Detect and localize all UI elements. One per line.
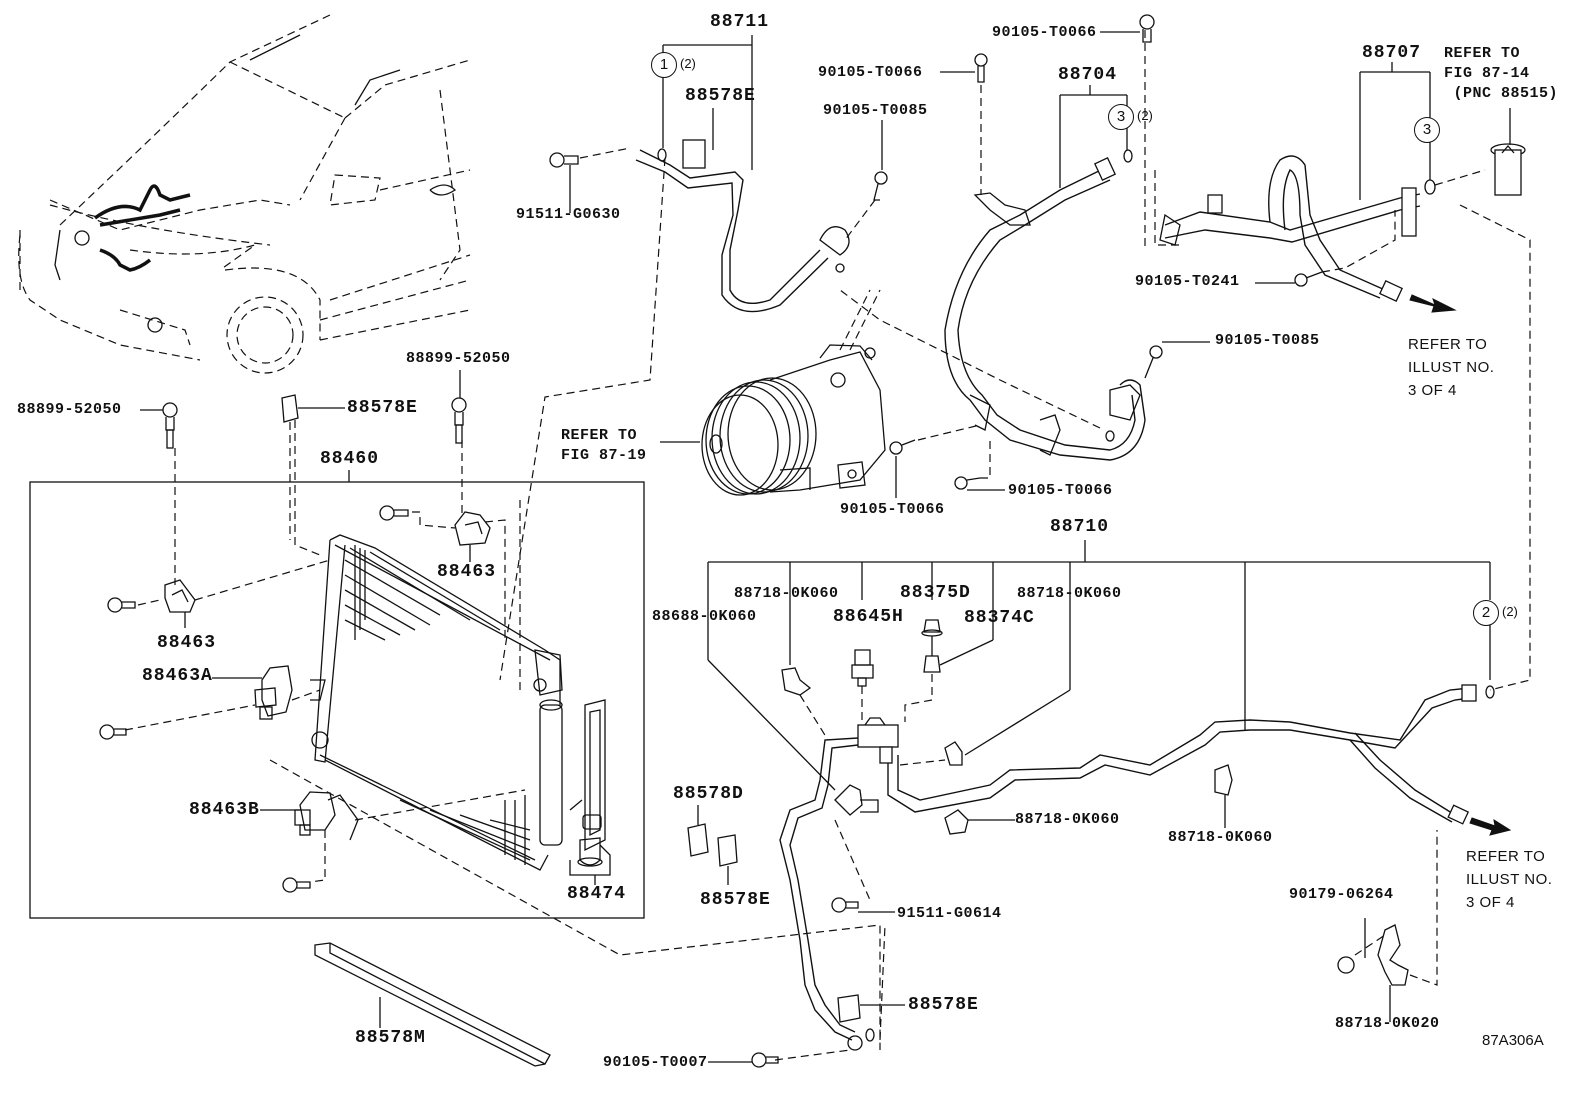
part-label-88374C[interactable]: 88374C (964, 608, 1035, 628)
callout-qty: (2) (1137, 108, 1153, 123)
callout-3: 3 (1108, 104, 1134, 130)
part-label-88375D[interactable]: 88375D (900, 583, 971, 603)
part-label-88578M[interactable]: 88578M (355, 1028, 426, 1048)
callout-number: 1 (659, 56, 669, 73)
part-label-91511-G0630[interactable]: 91511-G0630 (516, 206, 621, 223)
reference-fig-87-19[interactable]: REFER TO FIG 87-19 (561, 427, 647, 464)
hose-88704-drawing (839, 53, 1210, 498)
callout-qty: (2) (1502, 604, 1518, 619)
callout-1: 1 (651, 52, 677, 78)
part-label-88645H[interactable]: 88645H (833, 607, 904, 627)
part-label-88707[interactable]: 88707 (1362, 43, 1422, 63)
tube-88711-drawing (549, 139, 888, 313)
part-label-90105-T0066[interactable]: 90105-T0066 (818, 64, 923, 81)
vehicle-outline (18, 14, 471, 374)
part-label-90105-T0066[interactable]: 90105-T0066 (1008, 482, 1113, 499)
tube-88710-leaders (707, 540, 1491, 791)
part-label-88463[interactable]: 88463 (157, 633, 217, 653)
part-label-91511-G0614[interactable]: 91511-G0614 (897, 905, 1002, 922)
part-label-88578E[interactable]: 88578E (700, 890, 771, 910)
condenser-drawing (310, 534, 611, 885)
part-label-88718-0K020[interactable]: 88718-0K020 (1335, 1015, 1440, 1032)
part-label-90105-T0085[interactable]: 90105-T0085 (823, 102, 928, 119)
condenser-frame (29, 470, 645, 919)
callout-2: 2 (1473, 600, 1499, 626)
callout-number: 2 (1481, 604, 1491, 621)
figure-id: 87A306A (1482, 1032, 1544, 1049)
part-label-88899-52050[interactable]: 88899-52050 (17, 401, 122, 418)
part-label-90105-T0085[interactable]: 90105-T0085 (1215, 332, 1320, 349)
condenser-brackets (99, 370, 881, 1050)
callout-number: 3 (1422, 121, 1432, 138)
part-label-90105-T0066[interactable]: 90105-T0066 (840, 501, 945, 518)
part-label-88463B[interactable]: 88463B (189, 800, 260, 820)
part-label-88688-0K060[interactable]: 88688-0K060 (652, 608, 757, 625)
part-label-88474[interactable]: 88474 (567, 884, 627, 904)
part-label-88578E[interactable]: 88578E (347, 398, 418, 418)
part-label-90105-T0241[interactable]: 90105-T0241 (1135, 273, 1240, 290)
part-label-88578D[interactable]: 88578D (673, 784, 744, 804)
part-label-88463A[interactable]: 88463A (142, 666, 213, 686)
part-label-90105-T0066[interactable]: 90105-T0066 (992, 24, 1097, 41)
part-label-88578E[interactable]: 88578E (685, 86, 756, 106)
tube-88710-drawing (687, 619, 1512, 1068)
part-label-88718-0K060[interactable]: 88718-0K060 (1168, 829, 1273, 846)
part-label-90105-T0007[interactable]: 90105-T0007 (603, 1054, 708, 1071)
callout-3: 3 (1414, 117, 1440, 143)
part-label-88704[interactable]: 88704 (1058, 65, 1118, 85)
compressor-drawing (660, 289, 886, 496)
callout-qty: (2) (680, 56, 696, 71)
condenser-rail-drawing (314, 942, 551, 1067)
part-label-88710[interactable]: 88710 (1050, 517, 1110, 537)
part-label-88578E[interactable]: 88578E (908, 995, 979, 1015)
reference-illust-3-of-4[interactable]: REFER TO ILLUST NO. 3 OF 4 (1408, 336, 1495, 399)
part-label-88711[interactable]: 88711 (710, 12, 770, 32)
part-label-88718-0K060[interactable]: 88718-0K060 (1015, 811, 1120, 828)
part-label-88460[interactable]: 88460 (320, 449, 380, 469)
part-label-88718-0K060[interactable]: 88718-0K060 (1017, 585, 1122, 602)
callout-number: 3 (1116, 108, 1126, 125)
hose-88707-drawing (1100, 14, 1531, 691)
part-label-90179-06264[interactable]: 90179-06264 (1289, 886, 1394, 903)
clip-88718-0K020-drawing (1337, 830, 1438, 1022)
leader-lines (499, 35, 1431, 681)
reference-illust-3-of-4[interactable]: REFER TO ILLUST NO. 3 OF 4 (1466, 848, 1553, 911)
part-label-88899-52050[interactable]: 88899-52050 (406, 350, 511, 367)
part-label-88463[interactable]: 88463 (437, 562, 497, 582)
part-label-88718-0K060[interactable]: 88718-0K060 (734, 585, 839, 602)
reference-fig-87-14[interactable]: REFER TO FIG 87-14 (PNC 88515) (1444, 45, 1559, 102)
